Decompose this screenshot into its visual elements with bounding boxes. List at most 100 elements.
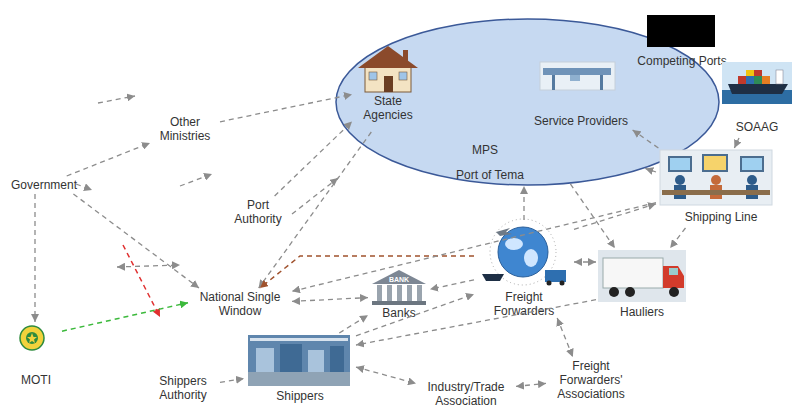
- office-illustration: [704, 156, 726, 170]
- dashed-connector: [523, 186, 524, 220]
- node-label: Other Ministries: [150, 115, 220, 143]
- forwarder-node: Freight Forwarders: [474, 220, 574, 318]
- office-illustration: [674, 185, 686, 199]
- ministry-logo: [20, 326, 44, 350]
- bank-icon: [417, 285, 422, 301]
- ministry-node: MOTI: [10, 322, 62, 390]
- globe-illustration: [482, 274, 504, 281]
- association-node: Industry/Trade Association: [416, 378, 516, 410]
- dashed-connector: [356, 367, 416, 383]
- ship-photo: [762, 76, 770, 84]
- floating-arrow: [292, 178, 338, 214]
- node-label: Hauliers: [596, 305, 688, 319]
- truck-photo: [625, 287, 635, 297]
- truck-photo: [609, 287, 619, 297]
- port-node: Competing Ports: [626, 12, 738, 70]
- dashed-connector: [260, 256, 474, 288]
- dashed-connector: [292, 298, 368, 302]
- office-illustration: [670, 158, 690, 170]
- node-label: MOTI: [10, 373, 62, 387]
- dashed-connector: [292, 203, 656, 292]
- node-label: Freight Forwarders' Associations: [546, 359, 636, 401]
- dashed-connector: [516, 383, 546, 386]
- node-label: Service Providers: [520, 114, 642, 128]
- floating-arrow: [117, 265, 180, 267]
- globe-illustration: [524, 249, 538, 267]
- dashed-connector: [275, 122, 352, 196]
- ship-photo: [728, 84, 788, 94]
- dashed-connector: [574, 204, 656, 230]
- dashed-connector: [34, 194, 35, 322]
- dashed-connector: [67, 143, 150, 176]
- association-node: Freight Forwarders' Associations: [546, 357, 636, 403]
- dashed-connector: [557, 318, 573, 357]
- house-icon: [358, 46, 418, 68]
- factory-photo: [248, 372, 350, 386]
- factory-photo: [308, 350, 324, 372]
- agency-node: State Agencies: [352, 42, 424, 132]
- floating-arrow: [76, 184, 92, 190]
- globe-illustration: [496, 228, 512, 236]
- haulier-node: Hauliers: [596, 248, 688, 322]
- truck-photo: [603, 258, 663, 288]
- floating-arrow: [180, 174, 212, 186]
- ship-photo: [722, 90, 792, 104]
- bank-icon: [397, 285, 402, 301]
- truck-photo: [669, 287, 679, 297]
- ship-photo: [738, 76, 746, 84]
- floating-arrow: [98, 96, 135, 103]
- ministry-logo: [26, 332, 38, 344]
- node-label: Industry/Trade Association: [416, 380, 516, 408]
- node-label: State Agencies: [352, 94, 424, 122]
- ship-photo: [754, 76, 762, 84]
- crane-photo: [540, 62, 615, 90]
- office-illustration: [711, 175, 721, 185]
- truck-photo: [669, 268, 678, 275]
- red-dashed-arrow: [123, 245, 160, 317]
- crane-photo: [600, 75, 603, 90]
- office-illustration: [668, 156, 692, 172]
- office-illustration: [747, 175, 757, 185]
- dashed-connector: [570, 184, 614, 248]
- bank-icon: [372, 270, 426, 305]
- node-label: National Single Window: [188, 290, 292, 318]
- authority-node: Port Authority: [228, 196, 288, 228]
- factory-photo: [330, 346, 344, 372]
- icon-label: BANK: [384, 276, 414, 284]
- node-label: Banks: [368, 306, 430, 320]
- ship-photo: [722, 62, 792, 104]
- factory-photo: [250, 338, 348, 341]
- node-label: Shippers: [244, 389, 356, 403]
- factory-photo: [280, 344, 302, 372]
- dashed-connector: [633, 130, 659, 148]
- ellipse-outline: [336, 19, 719, 185]
- factory-photo: [248, 335, 350, 386]
- house-icon: [399, 72, 407, 80]
- house-icon: [365, 66, 411, 92]
- node-label: Freight Forwarders: [484, 290, 564, 318]
- ministry-logo: [27, 333, 37, 343]
- dashed-connector: [574, 261, 596, 262]
- office-illustration: [660, 150, 772, 205]
- bank-icon: [407, 285, 412, 301]
- ministry-node: Other Ministries: [150, 113, 220, 145]
- dashed-connector: [62, 303, 188, 332]
- ministry-logo: [20, 326, 44, 350]
- office-illustration: [710, 185, 722, 199]
- ship-photo: [722, 62, 792, 104]
- crane-photo: [543, 68, 611, 75]
- dashed-connector: [430, 280, 474, 290]
- floating-arrow: [76, 96, 338, 267]
- authority-node: Shippers Authority: [146, 372, 220, 404]
- ship-photo: [754, 70, 762, 76]
- dashed-connector: [356, 294, 474, 336]
- ship-photo: [746, 70, 754, 76]
- globe-illustration: [490, 219, 556, 285]
- truck-photo: [598, 250, 686, 302]
- ship-node: SOAAG: [720, 60, 794, 138]
- node-label: Shippers Authority: [146, 374, 220, 402]
- globe-illustration: [505, 238, 523, 250]
- node-label: Port Authority: [228, 198, 288, 226]
